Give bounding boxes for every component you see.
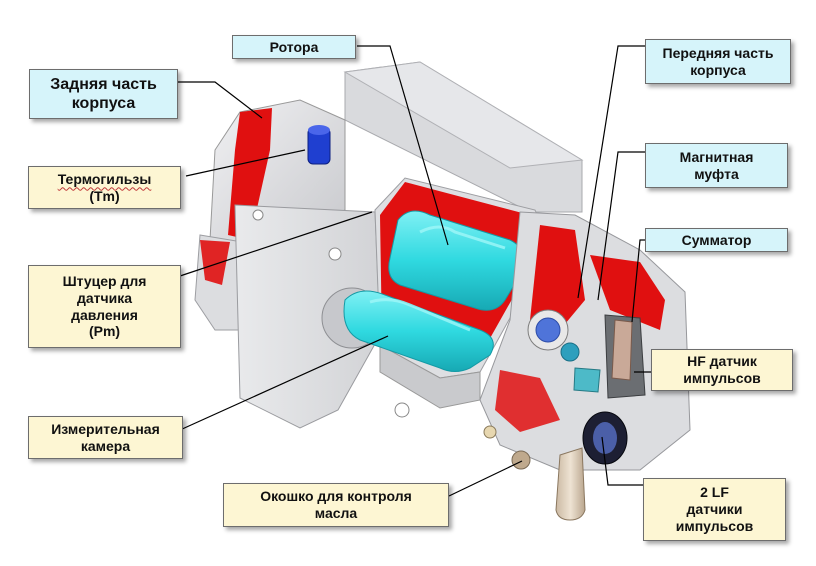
label-pressure-fitting-line2: датчика [76, 289, 133, 306]
label-measuring-chamber: Измерительная камера [28, 416, 183, 459]
label-oil-window: Окошко для контроля масла [223, 483, 449, 527]
label-magnetic-coupling-line1: Магнитная [679, 148, 754, 165]
label-pressure-fitting: Штуцер для датчика давления (Pm) [28, 265, 181, 348]
label-rotor: Ротора [232, 35, 356, 59]
label-front-housing-line2: корпуса [690, 61, 746, 78]
label-pressure-fitting-line1: Штуцер для [62, 272, 147, 289]
label-hf-sensor-line1: HF датчик [687, 353, 757, 370]
leader-lines [178, 45, 651, 497]
label-rear-housing: Задняя часть корпуса [29, 69, 178, 119]
label-totalizer: Сумматор [645, 228, 788, 252]
label-pressure-fitting-line4: (Pm) [88, 323, 121, 340]
label-thermowells: Термогильзы (Tm) [28, 166, 181, 209]
label-magnetic-coupling-line2: муфта [694, 165, 739, 182]
label-oil-window-line2: масла [314, 505, 358, 521]
label-rear-housing-line1: Задняя часть [50, 75, 157, 93]
totalizer-mechanism [573, 314, 646, 399]
label-lf-sensors-line3: импульсов [675, 517, 754, 534]
label-lf-sensors: 2 LF датчики импульсов [643, 478, 786, 541]
label-lf-sensors-line2: датчики [686, 501, 743, 518]
label-measuring-chamber-line2: камера [80, 437, 131, 454]
label-pressure-fitting-line3: давления [71, 306, 138, 323]
label-rotor-text: Ротора [269, 38, 319, 55]
oil-window [483, 425, 531, 470]
label-hf-sensor-line2: импульсов [683, 370, 761, 386]
magnetic-coupling [527, 309, 580, 362]
label-hf-sensor: HF датчик импульсов [651, 349, 793, 391]
front-housing [479, 211, 691, 471]
label-thermowells-line2: (Tm) [89, 187, 120, 204]
thermowell [307, 125, 331, 165]
lf-sensor-body [555, 411, 628, 521]
label-rear-housing-line2: корпуса [71, 95, 136, 112]
label-front-housing: Передняя часть корпуса [645, 39, 791, 84]
label-totalizer-text: Сумматор [681, 231, 752, 248]
label-lf-sensors-line1: 2 LF [700, 484, 729, 501]
label-thermowells-line1: Термогильзы [57, 170, 152, 187]
label-oil-window-line1: Окошко для контроля [260, 488, 412, 505]
label-front-housing-line1: Передняя часть [662, 44, 774, 61]
housing-top-block [343, 61, 584, 213]
label-magnetic-coupling: Магнитная муфта [645, 143, 788, 188]
rotors [343, 210, 525, 372]
label-measuring-chamber-line1: Измерительная [51, 420, 160, 437]
